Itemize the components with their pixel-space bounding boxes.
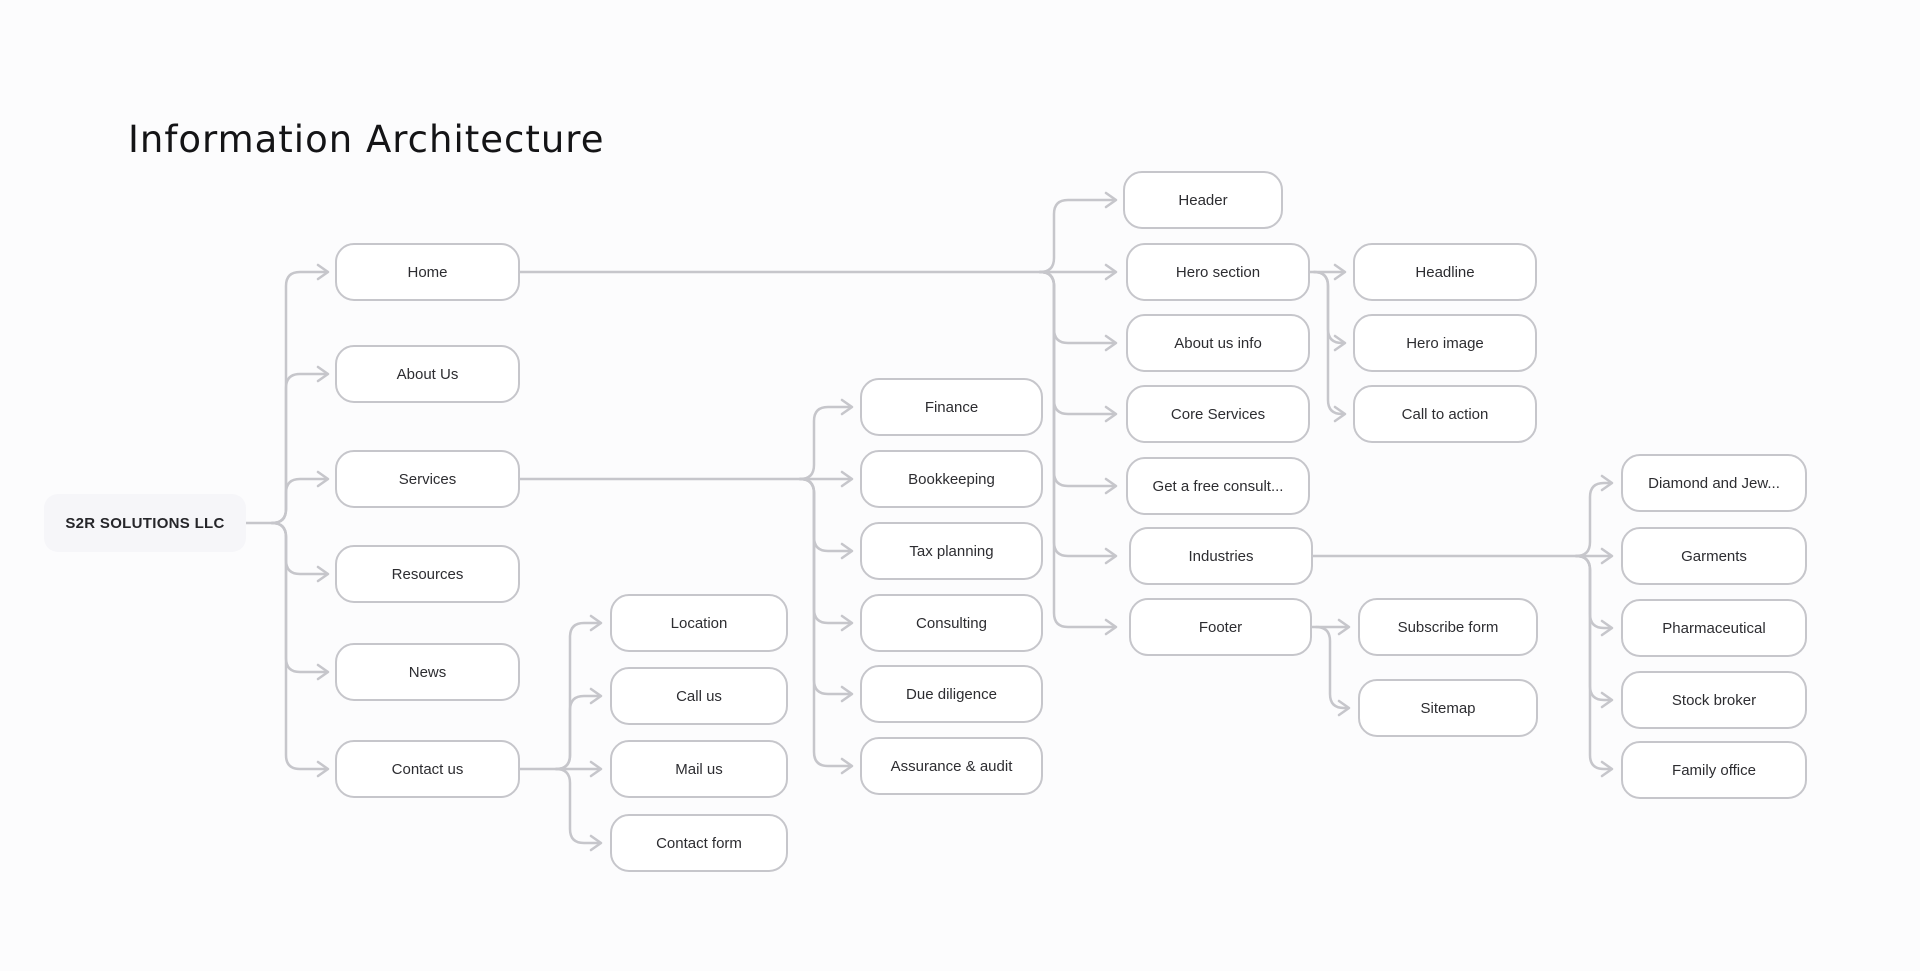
arrowheads-home-children	[1104, 191, 1118, 636]
arrowheads-footer-children	[1337, 618, 1351, 717]
node-location[interactable]: Location	[610, 594, 788, 652]
node-finance[interactable]: Finance	[860, 378, 1043, 436]
edge-footer-sitemap	[1314, 625, 1349, 710]
node-header[interactable]: Header	[1123, 171, 1283, 229]
node-core-services[interactable]: Core Services	[1126, 385, 1310, 443]
edge-industries-pharma	[1574, 554, 1612, 630]
node-news[interactable]: News	[335, 643, 520, 701]
edge-contact-call-us	[554, 694, 601, 771]
edge-services-finance	[798, 405, 852, 481]
node-diamond-and-jewellery[interactable]: Diamond and Jew...	[1621, 454, 1807, 512]
edge-root-news	[270, 521, 328, 674]
arrowheads-hero-children	[1333, 263, 1347, 423]
node-stock-broker[interactable]: Stock broker	[1621, 671, 1807, 729]
node-resources[interactable]: Resources	[335, 545, 520, 603]
arrowheads-industries-children	[1600, 474, 1614, 778]
node-home[interactable]: Home	[335, 243, 520, 301]
edge-industries-diamond	[1574, 481, 1612, 558]
node-bookkeeping[interactable]: Bookkeeping	[860, 450, 1043, 508]
edge-hero-cta	[1312, 270, 1345, 416]
node-get-a-free-consult[interactable]: Get a free consult...	[1126, 457, 1310, 515]
edge-home-footer	[1038, 270, 1116, 629]
node-footer[interactable]: Footer	[1129, 598, 1312, 656]
node-contact-form[interactable]: Contact form	[610, 814, 788, 872]
edge-home-get-free	[1038, 270, 1116, 488]
page-title: Information Architecture	[128, 118, 605, 161]
edge-root-services	[270, 477, 328, 525]
node-about-us-info[interactable]: About us info	[1126, 314, 1310, 372]
node-call-to-action[interactable]: Call to action	[1353, 385, 1537, 443]
arrowheads-level1	[316, 263, 330, 778]
node-tax-planning[interactable]: Tax planning	[860, 522, 1043, 580]
node-pharmaceutical[interactable]: Pharmaceutical	[1621, 599, 1807, 657]
node-services[interactable]: Services	[335, 450, 520, 508]
node-due-diligence[interactable]: Due diligence	[860, 665, 1043, 723]
edge-home-header	[1038, 198, 1116, 274]
node-hero-section[interactable]: Hero section	[1126, 243, 1310, 301]
edge-industries-family	[1574, 554, 1612, 771]
edge-services-tax	[798, 477, 852, 553]
node-about-us[interactable]: About Us	[335, 345, 520, 403]
node-assurance-audit[interactable]: Assurance & audit	[860, 737, 1043, 795]
node-sitemap[interactable]: Sitemap	[1358, 679, 1538, 737]
node-family-office[interactable]: Family office	[1621, 741, 1807, 799]
arrowheads-services-children	[840, 398, 854, 775]
edge-contact-form	[554, 767, 601, 845]
node-subscribe-form[interactable]: Subscribe form	[1358, 598, 1538, 656]
node-mail-us[interactable]: Mail us	[610, 740, 788, 798]
node-consulting[interactable]: Consulting	[860, 594, 1043, 652]
edge-root-contact-us	[270, 521, 328, 771]
node-headline[interactable]: Headline	[1353, 243, 1537, 301]
node-industries[interactable]: Industries	[1129, 527, 1313, 585]
node-contact-us[interactable]: Contact us	[335, 740, 520, 798]
node-call-us[interactable]: Call us	[610, 667, 788, 725]
edge-home-about-info	[1038, 270, 1116, 345]
arrowheads-contact-children	[589, 614, 603, 852]
node-s2r-solutions[interactable]: S2R SOLUTIONS LLC	[44, 494, 246, 552]
node-garments[interactable]: Garments	[1621, 527, 1807, 585]
edge-services-assurance	[798, 477, 852, 768]
edge-root-about-us	[270, 372, 328, 525]
node-hero-image[interactable]: Hero image	[1353, 314, 1537, 372]
edge-services-due	[798, 477, 852, 696]
